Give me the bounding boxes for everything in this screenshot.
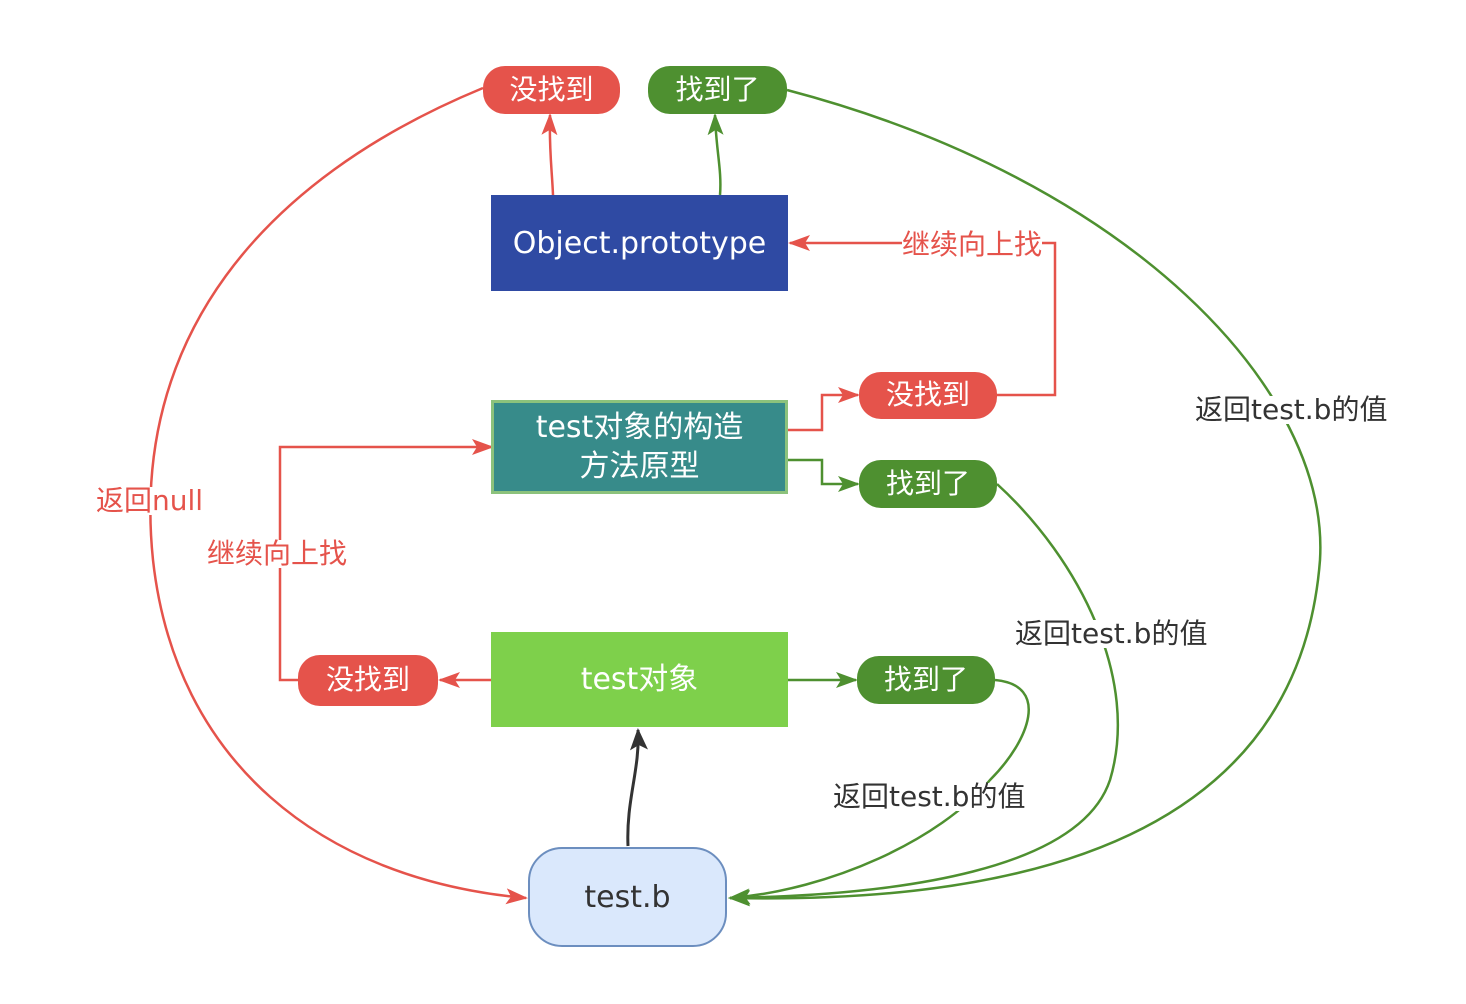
mid-found-pill: 找到了 (859, 460, 997, 508)
constructor-prototype-node: test对象的构造方法原型 (491, 400, 788, 494)
top-found-label: 找到了 (675, 72, 760, 106)
top-not-found-label: 没找到 (509, 72, 594, 106)
edge-objproto-to-top-not-found (541, 113, 558, 196)
test-b-node: test.b (528, 847, 727, 947)
edge-return-value-outer (728, 88, 1322, 907)
test-object-node: test对象 (491, 632, 788, 727)
return-value-label-outer: 返回test.b的值 (1195, 393, 1388, 426)
bottom-found-pill: 找到了 (857, 656, 995, 704)
edge-return-null (149, 86, 528, 905)
constructor-prototype-label: test对象的构造方法原型 (535, 410, 744, 484)
continue-up-label-right: 继续向上找 (902, 228, 1043, 261)
return-null-label: 返回null (96, 484, 204, 517)
object-prototype-node: Object.prototype (491, 195, 788, 291)
mid-not-found-label: 没找到 (885, 378, 970, 412)
bottom-not-found-label: 没找到 (325, 663, 410, 697)
object-prototype-label: Object.prototype (512, 225, 767, 261)
return-value-label-middle: 返回test.b的值 (1015, 617, 1208, 650)
bottom-found-label: 找到了 (883, 662, 968, 696)
edge-constructor-to-mid-found (788, 458, 860, 492)
edge-testb-to-testobj (626, 728, 648, 847)
bottom-not-found-pill: 没找到 (298, 655, 438, 706)
edge-constructor-to-mid-not-found (788, 387, 860, 432)
top-found-pill: 找到了 (648, 66, 787, 114)
return-value-label-inner: 返回test.b的值 (833, 780, 1026, 813)
continue-up-label-left: 继续向上找 (207, 537, 348, 570)
mid-not-found-pill: 没找到 (859, 372, 997, 419)
test-b-label: test.b (584, 879, 671, 915)
top-not-found-pill: 没找到 (483, 66, 620, 114)
edge-objproto-to-top-found (707, 113, 724, 196)
edge-return-value-middle (728, 483, 1119, 906)
mid-found-label: 找到了 (885, 466, 970, 500)
test-object-label: test对象 (580, 662, 699, 697)
